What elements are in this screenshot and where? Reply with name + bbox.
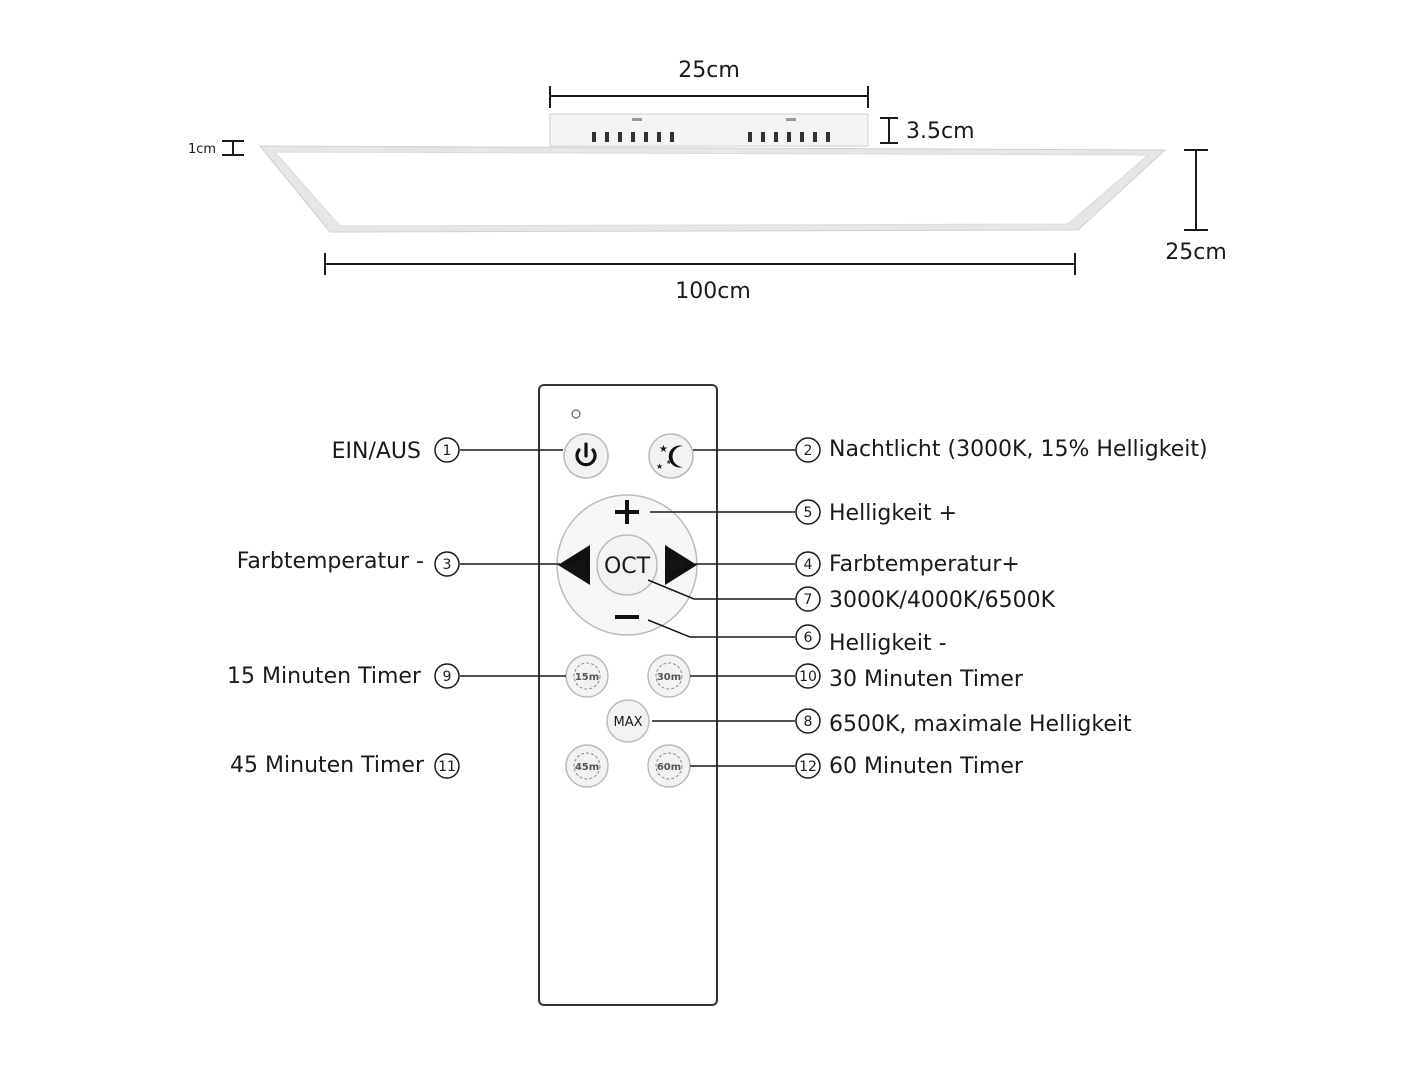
lamp-panel bbox=[258, 113, 1167, 233]
dimension-lines bbox=[222, 86, 1208, 275]
timer-60-label: 60m bbox=[657, 762, 681, 773]
night-light-button[interactable]: ★ ★ ★ bbox=[648, 433, 694, 479]
svg-text:2: 2 bbox=[804, 443, 813, 459]
callout-11: 11 bbox=[434, 753, 460, 779]
label-timer-45: 45 Minuten Timer bbox=[230, 753, 425, 778]
mount-vents-right bbox=[748, 132, 830, 142]
dim-panel-length: 100cm bbox=[675, 279, 751, 304]
dim-mount-height: 3.5cm bbox=[906, 119, 975, 144]
callout-1: 1 bbox=[434, 437, 460, 463]
timer-30-label: 30m bbox=[657, 672, 681, 683]
callout-6: 6 bbox=[795, 624, 821, 650]
max-button[interactable]: MAX bbox=[606, 699, 650, 743]
timer-45-label: 45m bbox=[575, 762, 599, 773]
label-night-light: Nachtlicht (3000K, 15% Helligkeit) bbox=[829, 437, 1208, 462]
label-color-temp-up: Farbtemperatur+ bbox=[829, 552, 1020, 577]
remote-led-indicator bbox=[571, 409, 581, 419]
panel-frame-inner bbox=[273, 151, 1150, 227]
timer-45-button[interactable]: 45m bbox=[565, 744, 609, 788]
timer-15-button[interactable]: 15m bbox=[565, 654, 609, 698]
max-label: MAX bbox=[613, 715, 642, 730]
callout-5: 5 bbox=[795, 499, 821, 525]
timer-30-button[interactable]: 30m bbox=[647, 654, 691, 698]
power-button[interactable] bbox=[563, 433, 609, 479]
callout-12: 12 bbox=[795, 753, 821, 779]
svg-text:8: 8 bbox=[804, 714, 813, 730]
brightness-up-button[interactable] bbox=[615, 500, 639, 524]
dim-mount-width: 25cm bbox=[678, 58, 740, 83]
oct-label: OCT bbox=[604, 554, 651, 579]
callout-9: 9 bbox=[434, 663, 460, 689]
callout-2: 2 bbox=[795, 437, 821, 463]
label-color-temp-down: Farbtemperatur - bbox=[237, 549, 424, 574]
svg-text:5: 5 bbox=[804, 505, 813, 521]
timer-15-label: 15m bbox=[575, 672, 599, 683]
cw-label: CW bbox=[669, 562, 684, 572]
callout-10: 10 bbox=[795, 663, 821, 689]
svg-text:★: ★ bbox=[656, 462, 663, 471]
svg-text:1: 1 bbox=[443, 443, 452, 459]
timer-60-button[interactable]: 60m bbox=[647, 744, 691, 788]
callout-7: 7 bbox=[795, 586, 821, 612]
callout-8: 8 bbox=[795, 708, 821, 734]
svg-text:3: 3 bbox=[443, 557, 452, 573]
callout-4: 4 bbox=[795, 551, 821, 577]
label-oct: 3000K/4000K/6500K bbox=[829, 588, 1056, 613]
svg-text:★: ★ bbox=[666, 459, 671, 466]
label-brightness-up: Helligkeit + bbox=[829, 501, 957, 526]
svg-text:11: 11 bbox=[438, 759, 456, 775]
ww-label: WW bbox=[568, 562, 586, 572]
label-timer-30: 30 Minuten Timer bbox=[829, 667, 1024, 692]
moon-stars-icon: ★ ★ ★ bbox=[656, 444, 683, 471]
label-power: EIN/AUS bbox=[332, 439, 421, 464]
color-temp-down-button[interactable]: WW bbox=[558, 545, 590, 585]
leader-lines bbox=[460, 449, 795, 767]
remote-body bbox=[538, 384, 718, 1006]
oct-button[interactable]: OCT bbox=[596, 534, 658, 596]
mount-markings bbox=[632, 118, 796, 121]
mount-vents-left bbox=[592, 132, 674, 142]
label-timer-60: 60 Minuten Timer bbox=[829, 754, 1024, 779]
remote-control: ★ ★ ★ WW CW OCT 15m bbox=[538, 384, 718, 1006]
dim-frame-thickness: 1cm bbox=[188, 142, 216, 157]
svg-text:10: 10 bbox=[799, 669, 817, 685]
callout-3: 3 bbox=[434, 551, 460, 577]
svg-text:4: 4 bbox=[804, 557, 813, 573]
color-temp-up-button[interactable]: CW bbox=[665, 545, 697, 585]
svg-text:★: ★ bbox=[659, 444, 668, 455]
svg-text:9: 9 bbox=[443, 669, 452, 685]
power-icon bbox=[575, 442, 597, 467]
svg-text:7: 7 bbox=[804, 592, 813, 608]
dim-panel-depth: 25cm bbox=[1165, 240, 1227, 265]
callout-labels: EIN/AUS Nachtlicht (3000K, 15% Helligkei… bbox=[227, 437, 1208, 779]
label-max: 6500K, maximale Helligkeit bbox=[829, 712, 1132, 737]
label-timer-15: 15 Minuten Timer bbox=[227, 664, 422, 689]
svg-text:12: 12 bbox=[799, 759, 817, 775]
mount-box bbox=[549, 113, 869, 147]
label-brightness-down: Helligkeit - bbox=[829, 631, 947, 656]
callout-markers: 1 2 5 3 4 7 6 9 bbox=[434, 437, 821, 779]
svg-text:6: 6 bbox=[804, 630, 813, 646]
